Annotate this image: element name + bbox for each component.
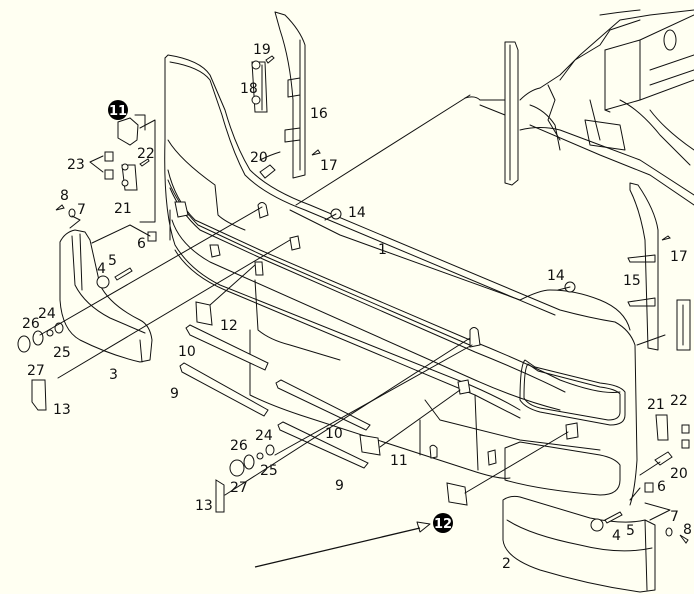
label-17[interactable]: 17: [670, 249, 688, 265]
screw-part-17-left: [311, 149, 321, 156]
label-7[interactable]: 7: [77, 202, 86, 218]
screw-part-22-left[interactable]: [139, 158, 150, 167]
bracket-part-15[interactable]: [627, 182, 659, 351]
label-11[interactable]: 11: [390, 453, 408, 469]
clips-right: [681, 424, 690, 449]
callout-badge-12-top[interactable]: 11: [108, 100, 128, 120]
label-20[interactable]: 20: [250, 150, 268, 166]
label-21[interactable]: 21: [114, 201, 132, 217]
cover-part-12-left[interactable]: [117, 114, 146, 146]
label-26[interactable]: 26: [230, 438, 248, 454]
label-17[interactable]: 17: [320, 158, 338, 174]
label-5[interactable]: 5: [108, 253, 117, 269]
screw-part-8-left: [55, 204, 65, 211]
label-1[interactable]: 1: [378, 242, 387, 258]
label-27[interactable]: 27: [230, 480, 248, 496]
label-14[interactable]: 14: [348, 205, 366, 221]
label-24[interactable]: 24: [255, 428, 273, 444]
label-2[interactable]: 2: [502, 556, 511, 572]
label-25[interactable]: 25: [260, 463, 278, 479]
leader-lines: [39, 94, 671, 521]
lamp-assembly-center[interactable]: [229, 444, 275, 477]
label-27[interactable]: 27: [27, 363, 45, 379]
label-9[interactable]: 9: [335, 478, 344, 494]
strip-part-10-left[interactable]: [185, 324, 269, 371]
hinge-right[interactable]: [676, 299, 691, 351]
strip-part-9-left[interactable]: [179, 362, 269, 417]
label-22[interactable]: 22: [137, 146, 155, 162]
label-6[interactable]: 6: [657, 479, 666, 495]
nut-part-6-right: [644, 482, 654, 493]
screw-part-5-left: [114, 267, 133, 281]
label-4[interactable]: 4: [612, 528, 621, 544]
label-4[interactable]: 4: [97, 261, 106, 277]
strip-part-9-right[interactable]: [277, 421, 369, 469]
bracket-part-21-left[interactable]: [121, 163, 138, 191]
washer-part-7-right: [665, 527, 673, 537]
front-panel-part-1[interactable]: [164, 54, 638, 506]
screw-part-17-right: [661, 235, 671, 241]
badge-label: 12: [434, 517, 452, 532]
label-18[interactable]: 18: [240, 81, 258, 97]
label-23[interactable]: 23: [67, 157, 85, 173]
callout-badge-12-bottom[interactable]: 12: [433, 513, 453, 533]
hinge-part-18[interactable]: [251, 60, 268, 113]
label-10[interactable]: 10: [325, 426, 343, 442]
washer-part-7-left: [68, 208, 76, 218]
label-20[interactable]: 20: [670, 466, 688, 482]
screw-part-19[interactable]: [265, 55, 275, 64]
plug-part-20-left: [259, 164, 276, 179]
bracket-part-13-center[interactable]: [215, 479, 225, 513]
right-bumper-part-2[interactable]: [502, 495, 656, 593]
bracket-part-16[interactable]: [274, 11, 306, 179]
cover-part-11-left[interactable]: [195, 301, 213, 326]
bracket-part-13-left[interactable]: [31, 379, 47, 411]
bracket-part-21-right[interactable]: [655, 414, 669, 441]
label-5[interactable]: 5: [626, 523, 635, 539]
label-9[interactable]: 9: [170, 386, 179, 402]
clip-part-23[interactable]: [89, 151, 114, 180]
label-8[interactable]: 8: [60, 188, 69, 204]
screw-part-8-right: [679, 534, 689, 544]
label-6[interactable]: 6: [137, 236, 146, 252]
label-15[interactable]: 15: [623, 273, 641, 289]
label-13[interactable]: 13: [53, 402, 71, 418]
label-13[interactable]: 13: [195, 498, 213, 514]
screw-part-5-right: [604, 511, 623, 524]
pointer-arrow: [254, 521, 431, 568]
label-19[interactable]: 19: [253, 42, 271, 58]
leader-line: [139, 119, 156, 223]
nut-part-6-left: [147, 231, 157, 242]
label-16[interactable]: 16: [310, 106, 328, 122]
chassis-frame: [464, 9, 694, 206]
left-bumper-part-3[interactable]: [59, 229, 153, 363]
label-8[interactable]: 8: [683, 522, 692, 538]
grommet-part-4-left: [96, 275, 110, 289]
label-7[interactable]: 7: [670, 509, 679, 525]
label-3[interactable]: 3: [109, 367, 118, 383]
label-21[interactable]: 21: [647, 397, 665, 413]
label-10[interactable]: 10: [178, 344, 196, 360]
label-22[interactable]: 22: [670, 393, 688, 409]
label-24[interactable]: 24: [38, 306, 56, 322]
badge-label: 11: [109, 104, 127, 119]
label-11[interactable]: 12: [220, 318, 238, 334]
callout-labels: 1 2 3 4 5 6 7 8 9 10 12 13 14 15 16 17 1…: [22, 42, 692, 572]
cover-part-12-right[interactable]: [446, 482, 468, 506]
label-14[interactable]: 14: [547, 268, 565, 284]
label-26[interactable]: 26: [22, 316, 40, 332]
label-25[interactable]: 25: [53, 345, 71, 361]
cover-part-11-right[interactable]: [359, 434, 381, 456]
grommet-part-4-right: [590, 518, 604, 532]
leader-line: [69, 215, 151, 244]
